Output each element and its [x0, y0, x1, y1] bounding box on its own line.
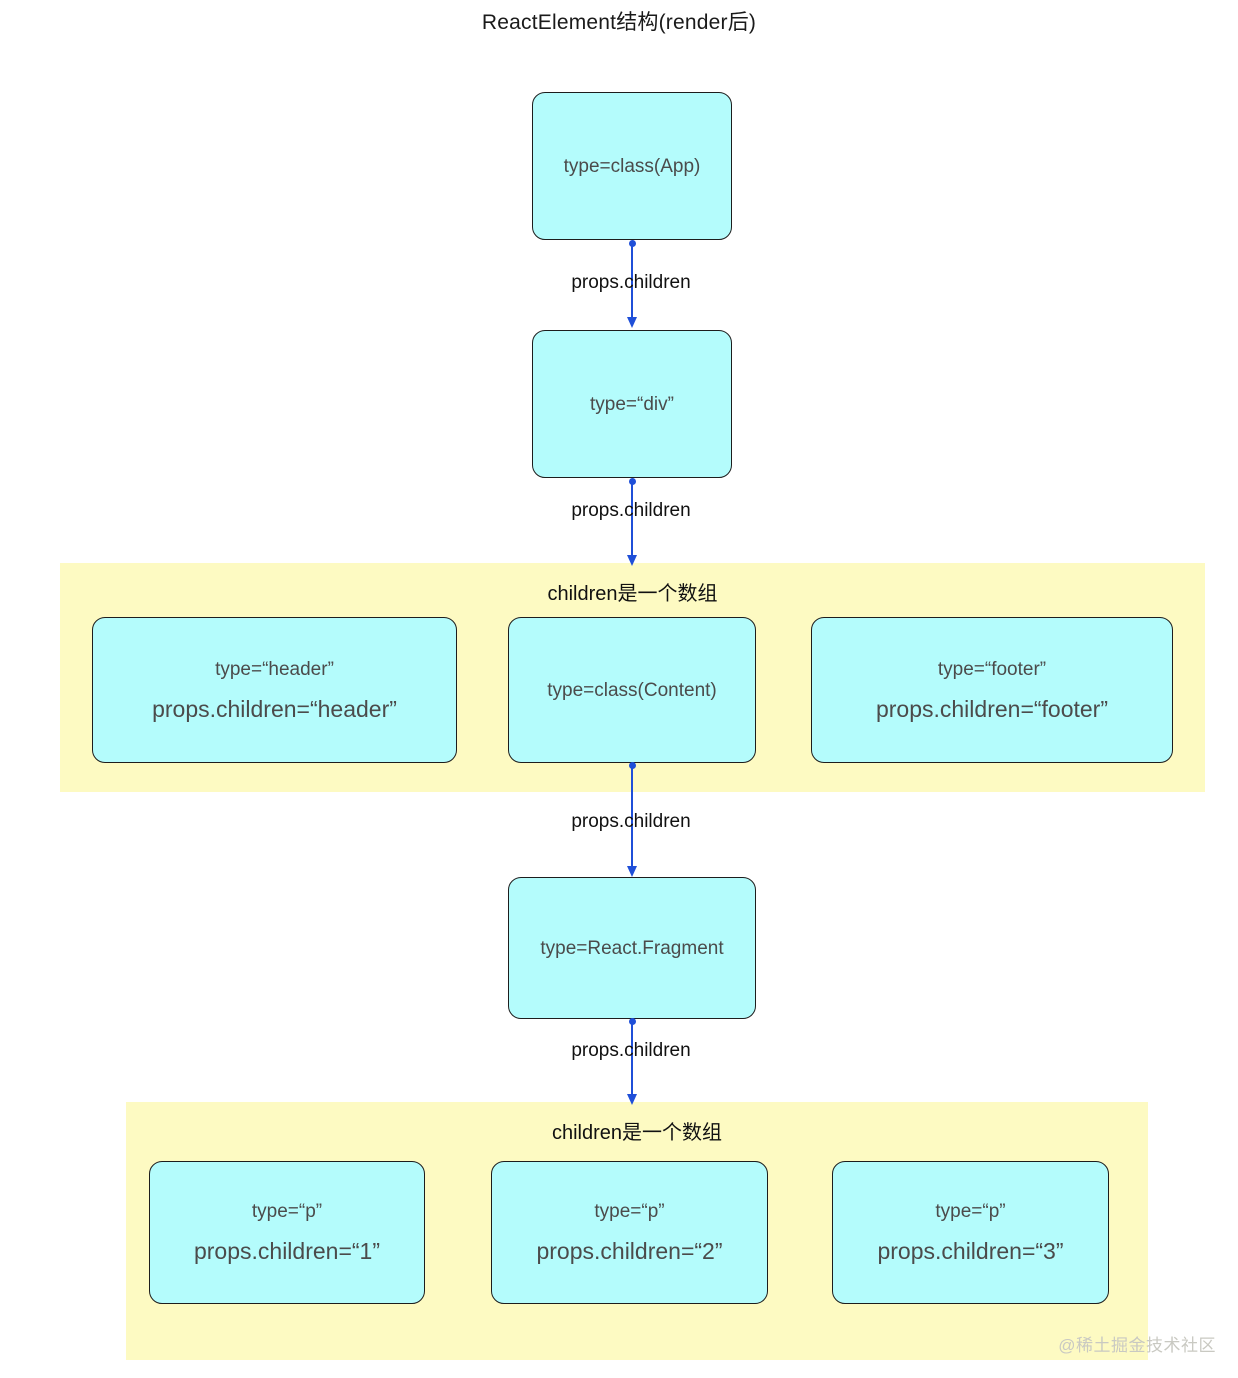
page-title: ReactElement结构(render后) [481, 11, 757, 34]
node-p-2-type: type=“p” [594, 1201, 665, 1222]
node-content[interactable]: type=class(Content) [508, 617, 756, 763]
node-p-1-type: type=“p” [251, 1201, 323, 1222]
node-app-type: type=class(App) [563, 155, 701, 177]
edge-label-fragment-array: props.children [571, 1040, 691, 1061]
node-p-2[interactable]: type=“p” props.children=“2” [491, 1161, 768, 1304]
edge-label-div-array: props.children [571, 500, 691, 521]
edge-content-fragment-line [631, 765, 633, 868]
band-2-label: children是一个数组 [551, 1122, 723, 1144]
node-p-3-children: props.children=“3” [877, 1238, 1064, 1264]
node-p-2-children: props.children=“2” [536, 1238, 723, 1264]
node-div[interactable]: type=“div” [532, 330, 732, 478]
edge-label-app-div: props.children [571, 272, 691, 293]
node-fragment-type: type=React.Fragment [540, 937, 724, 959]
edge-div-array-arrowhead [626, 555, 637, 566]
node-header[interactable]: type=“header” props.children=“header” [92, 617, 457, 763]
watermark: @稀土掘金技术社区 [1058, 1336, 1216, 1355]
node-footer[interactable]: type=“footer” props.children=“footer” [811, 617, 1173, 763]
node-app[interactable]: type=class(App) [532, 92, 732, 240]
node-div-type: type=“div” [590, 393, 674, 415]
node-p-3[interactable]: type=“p” props.children=“3” [832, 1161, 1109, 1304]
band-1-label: children是一个数组 [547, 583, 718, 605]
node-p-3-type: type=“p” [935, 1201, 1006, 1222]
node-footer-type: type=“footer” [937, 658, 1047, 680]
edge-fragment-array-arrowhead [626, 1094, 637, 1105]
edge-app-div-line [631, 243, 633, 319]
node-p-1[interactable]: type=“p” props.children=“1” [149, 1161, 425, 1304]
node-header-type: type=“header” [215, 658, 334, 680]
edge-app-div-arrowhead [626, 317, 637, 328]
edge-div-array-line [631, 481, 633, 557]
edge-label-content-fragment: props.children [571, 811, 691, 832]
node-fragment[interactable]: type=React.Fragment [508, 877, 756, 1019]
edge-content-fragment-arrowhead [626, 866, 637, 877]
edge-fragment-array-line [631, 1021, 633, 1096]
node-footer-children: props.children=“footer” [875, 695, 1109, 722]
node-content-type: type=class(Content) [547, 679, 717, 701]
node-p-1-children: props.children=“1” [193, 1238, 380, 1264]
node-header-children: props.children=“header” [152, 695, 397, 722]
